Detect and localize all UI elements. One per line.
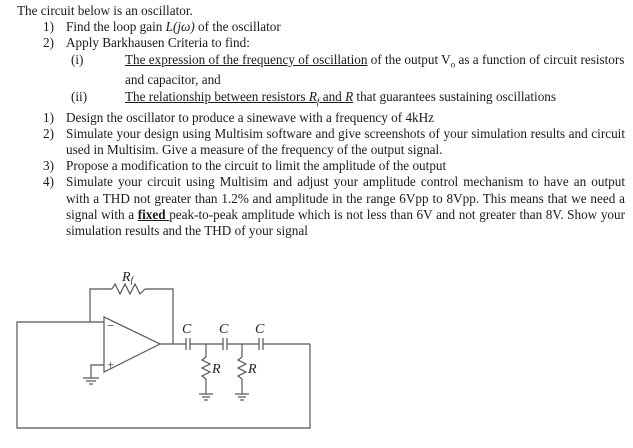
ground-icon <box>235 393 249 401</box>
intro-line: The circuit below is an oscillator. <box>17 3 193 18</box>
item-number: 2) <box>43 125 54 141</box>
opamp-icon <box>103 316 162 373</box>
resistor-2-icon <box>236 356 248 380</box>
capacitor-label: C <box>255 322 265 337</box>
design-task-1: 1) Design the oscillator to produce a si… <box>17 110 625 126</box>
phase-shift-oscillator-circuit: Rf C C C R R − + <box>0 255 633 443</box>
ground-icon <box>83 377 99 385</box>
resistor-label: R <box>211 362 221 377</box>
emphasis-fixed: fixed <box>137 206 170 222</box>
task-2: 2) Apply Barkhausen Criteria to find: <box>17 35 625 51</box>
capacitor-1-icon <box>185 338 191 350</box>
resistor-label: R <box>247 362 257 377</box>
rf-label: Rf <box>121 270 135 285</box>
opamp-plus-label: + <box>107 357 114 372</box>
item-number: (ii) <box>71 88 88 104</box>
capacitor-2-icon <box>222 338 228 350</box>
resistor-1-icon <box>200 356 212 380</box>
design-task-4: 4) Simulate your circuit using Multisim … <box>17 174 625 239</box>
loop-gain-symbol: L(jω) <box>165 19 195 35</box>
item-number: 4) <box>43 174 54 190</box>
task-1: 1) Find the loop gain L(jω) of the oscil… <box>17 19 625 35</box>
ground-icon <box>199 393 213 401</box>
rf-resistor-icon <box>111 282 146 296</box>
capacitor-3-icon <box>258 338 264 350</box>
capacitor-label: C <box>182 322 192 337</box>
subtask-ii: (ii) The relationship between resistors … <box>17 89 625 110</box>
item-number: 2) <box>43 35 54 51</box>
item-number: (i) <box>71 51 84 67</box>
item-number: 3) <box>43 158 54 174</box>
subtask-i: (i) The expression of the frequency of o… <box>17 52 625 89</box>
item-number: 1) <box>43 19 54 35</box>
item-number: 1) <box>43 109 54 125</box>
design-task-2: 2) Simulate your design using Multisim s… <box>17 126 625 158</box>
feedback-wire <box>16 321 311 429</box>
opamp-minus-label: − <box>107 318 114 333</box>
capacitor-label: C <box>219 322 229 337</box>
rf-path-wire <box>89 288 112 322</box>
assignment-text: The circuit below is an oscillator. 1) F… <box>17 3 625 239</box>
design-task-3: 3) Propose a modification to the circuit… <box>17 158 625 174</box>
